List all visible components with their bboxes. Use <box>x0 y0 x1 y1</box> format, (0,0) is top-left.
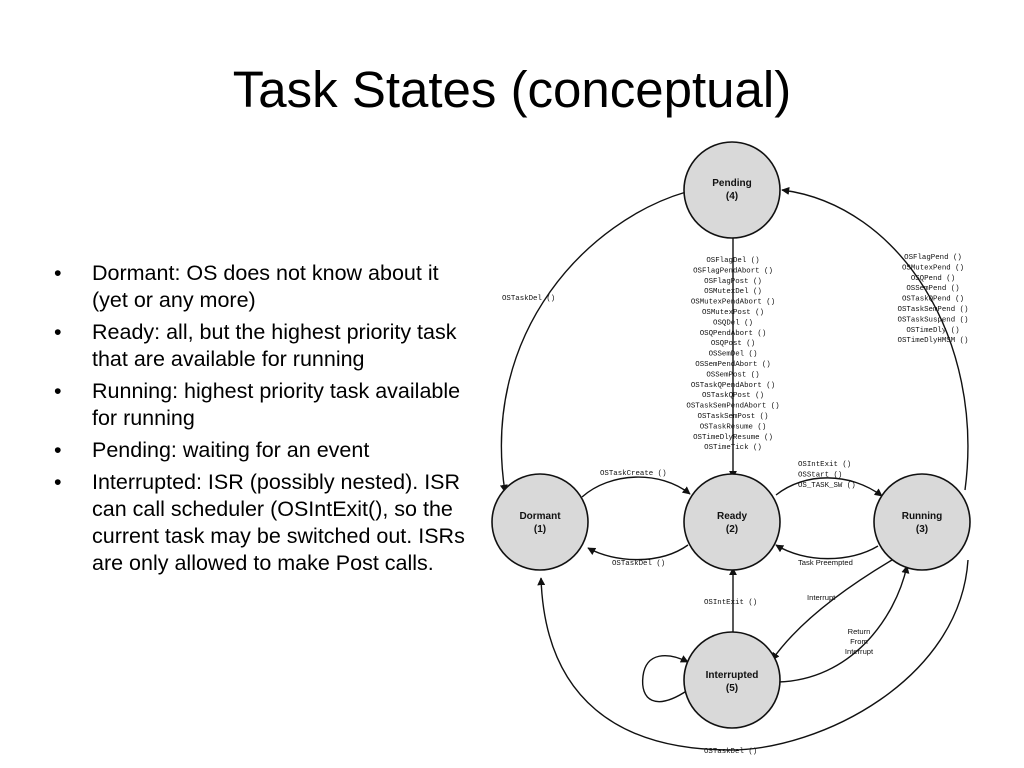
state-interrupted: Interrupted (5) <box>683 631 781 729</box>
state-pending: Pending (4) <box>683 141 781 239</box>
label-interrupted-to-running-line1: Return <box>848 627 871 636</box>
edge-running-to-dormant <box>537 559 969 751</box>
state-dormant-number: (1) <box>534 524 546 535</box>
pending-to-ready-line: OSFlagPendAbort () <box>693 267 773 275</box>
label-running-to-interrupted: Interrupt <box>807 593 836 602</box>
pending-to-ready-line: OSTimeTick () <box>704 444 762 452</box>
pending-to-ready-line: OSMutexPendAbort () <box>691 299 775 307</box>
pending-to-ready-line: OSQPendAbort () <box>700 330 767 338</box>
edge-running-to-ready <box>775 544 879 560</box>
slide-title: Task States (conceptual) <box>232 61 792 118</box>
edge-interrupted-self-loop <box>641 655 689 703</box>
edge-running-to-pending <box>781 186 969 491</box>
state-pending-circle <box>683 141 781 239</box>
bullet-item-running: • Running: highest priority task availabl… <box>52 378 472 432</box>
pending-to-ready-line: OSMutexDel () <box>704 288 762 296</box>
task-state-diagram: Pending (4) Dormant (1) Ready (2) Runnin… <box>491 141 971 756</box>
pending-to-ready-line: OSTaskResume () <box>700 423 767 431</box>
pending-to-ready-line: OSMutexPost () <box>702 309 764 317</box>
state-interrupted-name: Interrupted <box>706 670 759 681</box>
running-to-pending-line: OSMutexPend () <box>902 264 964 272</box>
ready-to-running-line: OSIntExit () <box>798 461 851 469</box>
pending-to-ready-line: OSSemPost () <box>706 371 759 379</box>
state-dormant-name: Dormant <box>519 511 561 522</box>
bullet-item-ready: • Ready: all, but the highest priority ta… <box>52 319 472 373</box>
label-interrupted-to-running-line3: Interrupt <box>845 647 874 656</box>
label-interrupted-to-running-line2: From <box>850 637 868 646</box>
bullet-marker: • <box>54 438 62 462</box>
pending-to-ready-line: OSSemPendAbort () <box>695 361 770 369</box>
pending-to-ready-line: OSSemDel () <box>709 351 758 359</box>
state-ready-circle <box>683 473 781 571</box>
label-pending-to-ready: OSFlagDel () OSFlagPendAbort () OSFlagPost… <box>686 257 779 452</box>
state-interrupted-number: (5) <box>726 683 738 694</box>
label-dormant-to-ready: OSTaskCreate () <box>600 470 667 478</box>
state-running-circle <box>873 473 971 571</box>
running-to-pending-line: OSTimeDly () <box>906 327 959 335</box>
bullet-text: Running: highest priority task available… <box>92 379 461 430</box>
bullet-marker: • <box>54 261 62 285</box>
label-running-to-ready: Task Preempted <box>798 558 853 567</box>
state-interrupted-circle <box>683 631 781 729</box>
bullet-list: • Dormant: OS does not know about it (yet… <box>52 260 472 582</box>
state-ready-number: (2) <box>726 524 738 535</box>
bullet-item-dormant: • Dormant: OS does not know about it (yet… <box>52 260 472 314</box>
pending-to-ready-line: OSTaskQPendAbort () <box>691 382 775 390</box>
label-interrupted-to-ready: OSIntExit () <box>704 599 757 607</box>
label-ready-to-dormant: OSTaskDel () <box>612 560 665 568</box>
state-running-number: (3) <box>916 524 928 535</box>
label-ready-to-running: OSIntExit () OSStart () OS_TASK_SW () <box>798 461 856 490</box>
running-to-pending-line: OSTimeDlyHMSM () <box>898 337 969 345</box>
pending-to-ready-line: OSTaskQPost () <box>702 392 764 400</box>
edge-pending-to-dormant <box>499 191 687 493</box>
pending-to-ready-line: OSTaskSemPendAbort () <box>686 403 779 411</box>
ready-to-running-line: OS_TASK_SW () <box>798 482 856 490</box>
pending-to-ready-line: OSFlagPost () <box>704 278 762 286</box>
bullet-marker: • <box>54 320 62 344</box>
state-dormant-circle <box>491 473 589 571</box>
running-to-pending-line: OSFlagPend () <box>904 254 962 262</box>
bullet-item-pending: • Pending: waiting for an event <box>52 437 472 464</box>
edge-dormant-to-ready <box>581 476 691 498</box>
bullet-marker: • <box>54 379 62 403</box>
state-running: Running (3) <box>873 473 971 571</box>
edge-ready-to-dormant <box>587 544 689 561</box>
pending-to-ready-line: OSQDel () <box>713 319 753 327</box>
running-to-pending-line: OSTaskSemPend () <box>898 306 969 314</box>
label-pending-to-dormant: OSTaskDel () <box>502 295 555 303</box>
label-running-to-pending: OSFlagPend () OSMutexPend () OSQPend () OSS… <box>898 254 969 345</box>
bullet-marker: • <box>54 470 62 494</box>
state-ready: Ready (2) <box>683 473 781 571</box>
state-pending-number: (4) <box>726 191 738 202</box>
bullet-text: Dormant: OS does not know about it (yet … <box>92 261 439 312</box>
running-to-pending-line: OSTaskQPend () <box>902 296 964 304</box>
edge-ready-to-running <box>775 477 883 497</box>
pending-to-ready-line: OSTaskSemPost () <box>698 413 769 421</box>
running-to-pending-line: OSSemPend () <box>906 285 959 293</box>
state-running-name: Running <box>902 511 943 522</box>
state-pending-name: Pending <box>712 178 751 189</box>
state-ready-name: Ready <box>717 511 747 522</box>
bullet-item-interrupted: • Interrupted: ISR (possibly nested). ISR… <box>52 469 472 577</box>
pending-to-ready-line: OSFlagDel () <box>706 257 759 265</box>
bullet-text: Ready: all, but the highest priority tas… <box>92 320 457 371</box>
label-interrupted-to-dormant: OSTaskDel () <box>704 748 757 756</box>
bullet-text: Interrupted: ISR (possibly nested). ISR … <box>92 470 465 575</box>
edge-interrupted-to-running <box>777 565 910 683</box>
state-dormant: Dormant (1) <box>491 473 589 571</box>
bullet-text: Pending: waiting for an event <box>92 438 370 462</box>
ready-to-running-line: OSStart () <box>798 471 842 479</box>
running-to-pending-line: OSQPend () <box>911 275 955 283</box>
edge-running-to-interrupted <box>771 559 893 661</box>
pending-to-ready-line: OSTimeDlyResume () <box>693 434 773 442</box>
running-to-pending-line: OSTaskSuspend () <box>898 316 969 324</box>
pending-to-ready-line: OSQPost () <box>711 340 755 348</box>
